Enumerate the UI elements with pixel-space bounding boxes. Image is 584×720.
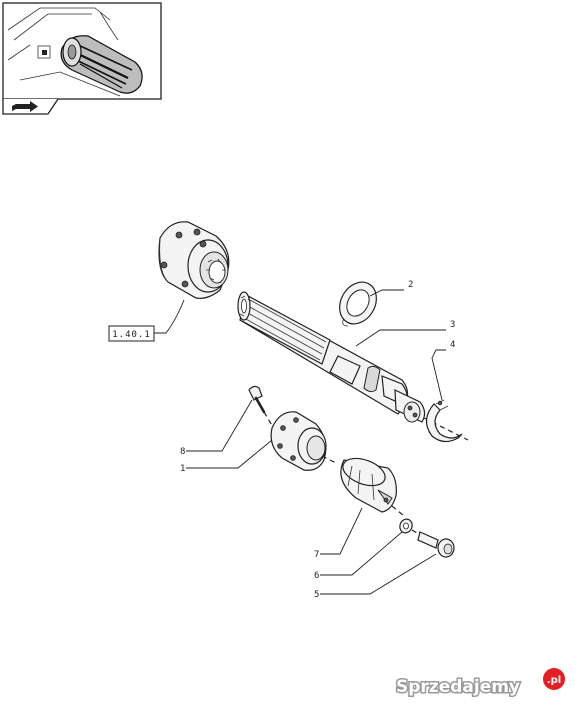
arrow-right-icon xyxy=(12,101,38,112)
shaft-location-thumbnail xyxy=(60,35,143,94)
callout-8[interactable]: 8 xyxy=(180,399,253,457)
callout-5[interactable]: 5 xyxy=(314,553,437,600)
reference-box[interactable]: 1.40.1 xyxy=(108,299,185,342)
flange-housing xyxy=(158,221,230,299)
circlip xyxy=(425,399,463,443)
callout-4[interactable]: 4 xyxy=(431,340,455,401)
callout-6-label: 6 xyxy=(314,571,319,581)
reference-label: 1.40.1 xyxy=(112,330,151,340)
bolt xyxy=(417,531,455,558)
callout-1-label: 1 xyxy=(180,464,185,474)
callout-2[interactable]: 2 xyxy=(369,280,413,297)
flanged-hub xyxy=(270,411,339,471)
callout-7-label: 7 xyxy=(314,550,319,560)
callout-1[interactable]: 1 xyxy=(180,439,273,474)
watermark-text: Sprzedajemy xyxy=(396,677,520,697)
washer xyxy=(339,281,377,327)
small-washer xyxy=(399,518,423,537)
callout-6[interactable]: 6 xyxy=(314,531,403,581)
screw xyxy=(248,385,277,433)
callout-3[interactable]: 3 xyxy=(355,320,455,347)
watermark: Sprzedajemy .pl xyxy=(395,668,565,699)
watermark-suffix: .pl xyxy=(547,675,561,686)
callout-5-label: 5 xyxy=(314,590,319,600)
callout-7[interactable]: 7 xyxy=(314,507,363,560)
thumbnail-panel xyxy=(2,2,162,100)
callout-4-label: 4 xyxy=(450,340,455,350)
tapered-collet xyxy=(340,457,405,517)
watermark-badge xyxy=(543,668,565,690)
nav-arrow-box[interactable] xyxy=(2,98,59,115)
callout-8-label: 8 xyxy=(180,447,185,457)
callout-2-label: 2 xyxy=(408,280,413,290)
splined-shaft xyxy=(237,291,469,441)
callout-3-label: 3 xyxy=(450,320,455,330)
